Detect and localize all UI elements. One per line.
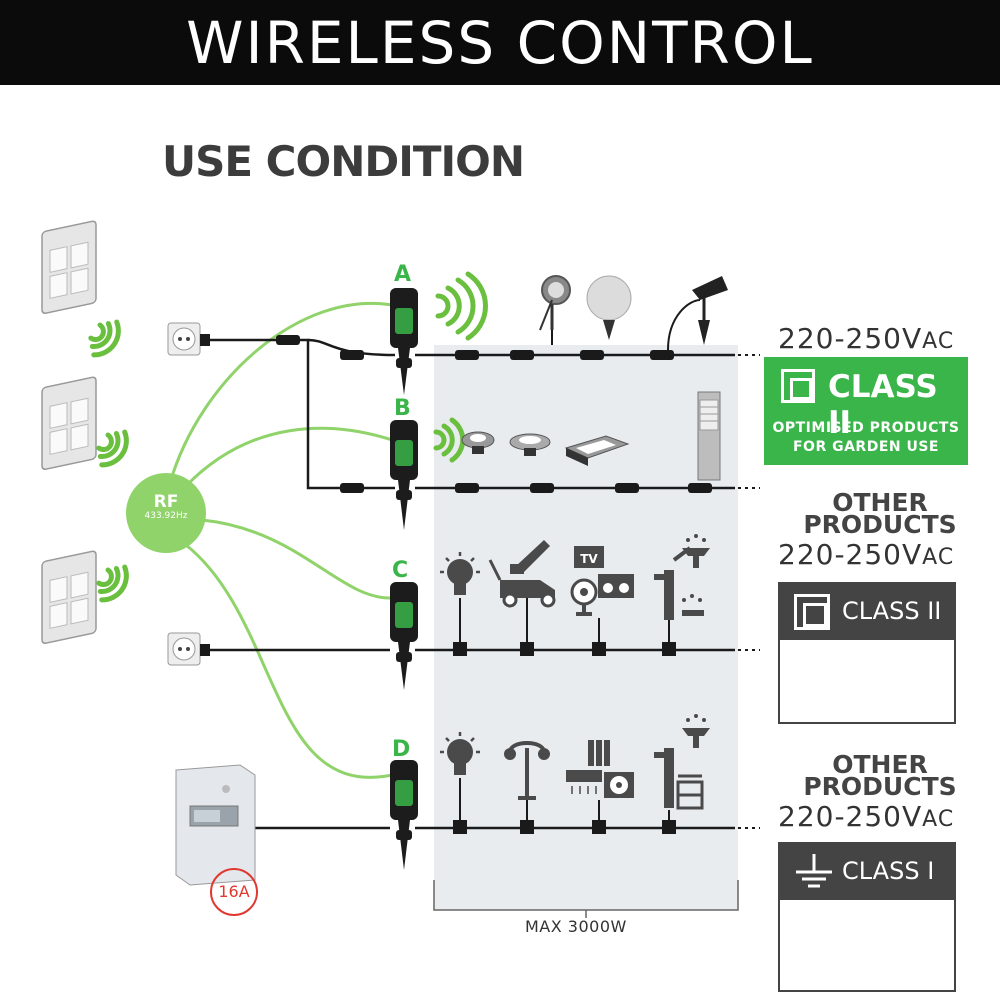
voltage-value: 220-250V [778,322,923,355]
load-limit-label: MAX 3000W [525,917,627,936]
deck-light-icon [509,433,551,456]
class2-garden-subtitle-line1: OPTIMISED PRODUCTS [772,420,960,436]
voltage-label-class1: 220-250VAC [778,800,954,833]
rf-link-d [185,543,393,779]
controller-plug-icon [390,582,418,690]
bollard-light-icon [697,391,721,481]
spotlight-icon [539,275,571,345]
lawnmower-icon [488,559,556,608]
fountain-icon [682,714,710,748]
rf-label: RF 433.92Hz [128,493,204,521]
rf-frequency: 433.92Hz [144,511,188,521]
water-pump-icon [654,748,674,808]
fan-icon [570,578,598,616]
brick-light-icon [564,435,630,466]
wire-connectors [276,335,712,834]
sprinkler-icon [682,594,704,616]
wall-socket-icon [167,632,201,666]
plug-icon [200,334,210,346]
class1-other-box: CLASS I [778,842,956,992]
page-title: WIRELESS CONTROL [186,8,814,77]
recessed-light-icon [461,431,495,454]
tv-icon: TV [574,546,604,568]
rf-link-a [168,301,393,484]
class2-garden-subtitle-line2: FOR GARDEN USE [792,439,939,455]
plug-icon [200,644,210,656]
rf-transmitter-icon [126,473,206,553]
double-square-icon [781,369,815,403]
breaker-rating-badge: 16A [210,868,258,916]
class2-garden-subtitle: OPTIMISED PRODUCTS FOR GARDEN USE [764,419,968,457]
class2-other-title: CLASS II [842,597,942,625]
section-title: USE CONDITION [162,137,525,186]
load-drops [459,598,670,823]
controller-plug-icon [390,288,418,395]
load-zone [434,345,738,910]
electric-meter-icon [175,764,256,886]
tv-label: TV [580,552,598,566]
radiator-icon [588,740,610,766]
fountain-icon [682,534,710,568]
bulb-icon [440,732,480,775]
wall-socket-icon [167,322,201,356]
rf-name: RF [153,492,179,512]
other-products-line1: OTHER [832,750,928,779]
spike-spotlight-icon [667,276,728,351]
signal-waves [88,271,488,603]
class2-other-header: CLASS II [780,584,954,640]
double-square-icon [794,594,830,630]
voltage-label-class2: 220-250VAC [778,538,954,571]
rf-links [168,301,393,779]
voltage-suffix: AC [922,807,955,832]
remote-control-icon [41,376,97,471]
other-products-line2: PRODUCTS [803,772,957,801]
voltage-suffix: AC [922,545,955,570]
controller-plug-icon [390,760,418,870]
rf-link-b [184,426,393,488]
other-products-label-1: OTHER PRODUCTS [770,488,990,539]
earth-ground-icon [796,854,832,888]
voltage-label-garden: 220-250VAC [778,322,954,355]
bulb-icon [440,552,480,595]
channel-d-label: D [392,737,411,762]
page-header: WIRELESS CONTROL [0,0,1000,85]
class2-other-box: CLASS II [778,582,956,724]
remote-control-icon [41,220,97,315]
other-products-label-2: OTHER PRODUCTS [770,750,990,801]
voltage-value: 220-250V [778,538,923,571]
class1-other-title: CLASS I [842,857,935,885]
well-icon [676,774,704,810]
class2-garden-badge: CLASS II OPTIMISED PRODUCTS FOR GARDEN U… [764,357,968,465]
wire-dashes [738,354,760,829]
other-products-line2: PRODUCTS [803,510,957,539]
remote-control-icon [41,550,97,645]
voltage-suffix: AC [922,329,955,354]
radio-icon [598,574,634,598]
street-lamp-icon [504,741,550,800]
voltage-value: 220-250V [778,800,923,833]
fan-icon [604,772,634,798]
air-conditioner-icon [566,770,602,794]
channel-c-label: C [392,558,409,583]
globe-lamp-icon [586,275,632,340]
rf-link-c [201,518,393,600]
other-products-line1: OTHER [832,488,928,517]
controller-plug-icon [390,420,418,530]
class2-garden-title: CLASS II [828,369,938,441]
chainsaw-icon [510,540,550,574]
channel-b-label: B [394,396,411,421]
channel-a-label: A [394,262,412,287]
class1-other-header: CLASS I [780,844,954,900]
